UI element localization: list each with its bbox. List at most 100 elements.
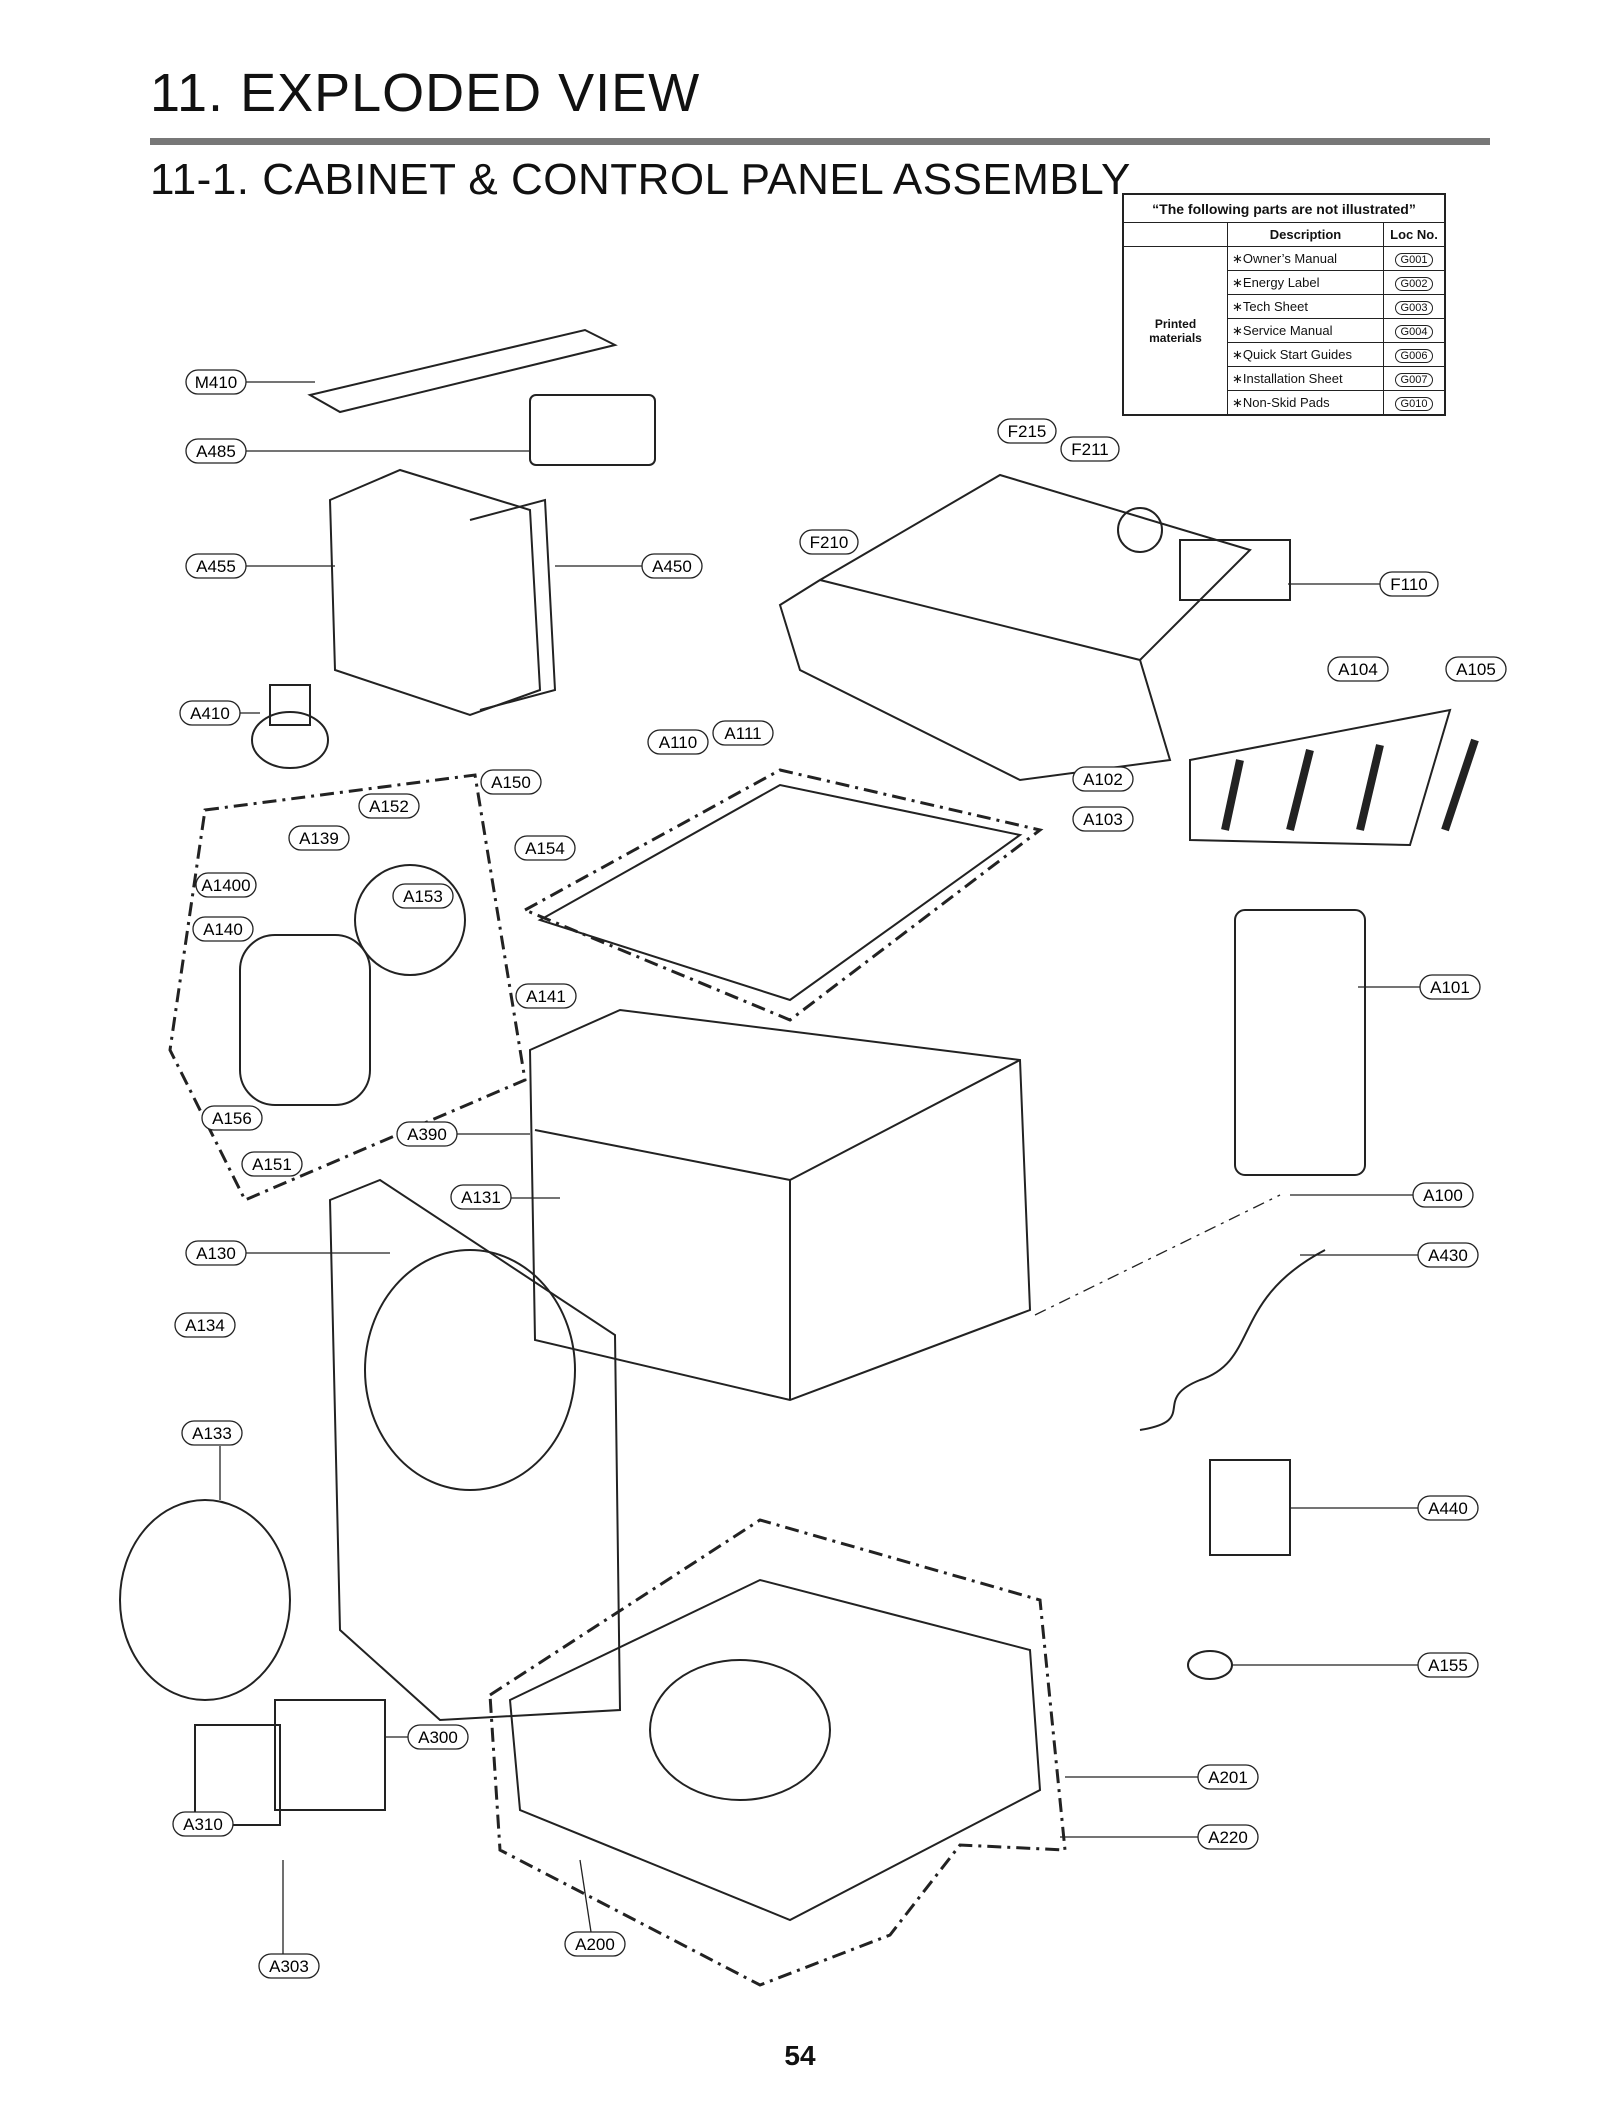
cabinet-body bbox=[528, 1008, 1032, 1402]
callout-a101: A101 bbox=[1419, 974, 1481, 1000]
control-panel-top bbox=[819, 473, 1252, 661]
m410-bracket bbox=[307, 328, 618, 414]
col-loc: Loc No. bbox=[1383, 222, 1446, 247]
section-subtitle: 11-1. CABINET & CONTROL PANEL ASSEMBLY bbox=[150, 155, 1131, 204]
f211-knob bbox=[1117, 507, 1163, 553]
callout-a1400: A1400 bbox=[195, 872, 257, 898]
svg-text:A300: A300 bbox=[418, 1728, 458, 1747]
a300-drawer bbox=[274, 1699, 386, 1811]
svg-text:A101: A101 bbox=[1430, 978, 1470, 997]
a485-module bbox=[529, 394, 656, 466]
page-title: 11. EXPLODED VIEW bbox=[150, 63, 701, 123]
table-blank-header bbox=[1122, 222, 1228, 247]
not-illustrated-parts-table: “The following parts are not illustrated… bbox=[1122, 193, 1446, 416]
svg-text:A430: A430 bbox=[1428, 1246, 1468, 1265]
callout-a156: A156 bbox=[201, 1105, 263, 1131]
svg-text:A410: A410 bbox=[190, 704, 230, 723]
callout-a200: A200 bbox=[564, 1931, 626, 1957]
f110-part bbox=[1179, 539, 1291, 601]
pin bbox=[1286, 749, 1314, 831]
callout-a310: A310 bbox=[172, 1811, 234, 1837]
row-loc: G007 bbox=[1394, 372, 1434, 387]
pin bbox=[1441, 738, 1479, 832]
callout-a153: A153 bbox=[392, 883, 454, 909]
svg-text:A140: A140 bbox=[203, 920, 243, 939]
svg-text:A201: A201 bbox=[1208, 1768, 1248, 1787]
callout-a201: A201 bbox=[1197, 1764, 1259, 1790]
table-row: ∗Non-Skid Pads G010 bbox=[1123, 390, 1446, 416]
row-desc: ∗Installation Sheet bbox=[1227, 366, 1384, 391]
callout-f211: F211 bbox=[1060, 436, 1120, 462]
a152-door-inner bbox=[354, 864, 466, 976]
svg-text:A220: A220 bbox=[1208, 1828, 1248, 1847]
a455-pcb bbox=[328, 468, 542, 717]
svg-text:A310: A310 bbox=[183, 1815, 223, 1834]
callout-a390: A390 bbox=[396, 1121, 458, 1147]
svg-text:A105: A105 bbox=[1456, 660, 1496, 679]
callout-a139: A139 bbox=[288, 825, 350, 851]
callout-a440: A440 bbox=[1417, 1495, 1479, 1521]
row-desc: ∗Non-Skid Pads bbox=[1227, 390, 1384, 416]
row-loc: G003 bbox=[1394, 300, 1434, 315]
row-loc: G004 bbox=[1394, 324, 1434, 339]
cabinet-edges bbox=[534, 1059, 1021, 1400]
callout-a110: A110 bbox=[647, 729, 709, 755]
svg-text:A130: A130 bbox=[196, 1244, 236, 1263]
a155-bushing bbox=[1187, 1650, 1233, 1680]
callout-a303: A303 bbox=[258, 1953, 320, 1979]
a150-boundary bbox=[168, 773, 527, 1202]
row-desc: ∗Owner’s Manual bbox=[1227, 246, 1384, 271]
callout-a100: A100 bbox=[1412, 1182, 1474, 1208]
a440-filter bbox=[1209, 1459, 1291, 1556]
a133-cover bbox=[119, 1499, 291, 1701]
svg-text:A102: A102 bbox=[1083, 770, 1123, 789]
a151-door-glass bbox=[239, 934, 371, 1106]
row-desc: ∗Service Manual bbox=[1227, 318, 1384, 343]
svg-text:A154: A154 bbox=[525, 839, 565, 858]
diagram-parts bbox=[119, 328, 1479, 1987]
svg-text:A103: A103 bbox=[1083, 810, 1123, 829]
callout-a220: A220 bbox=[1197, 1824, 1259, 1850]
svg-text:M410: M410 bbox=[195, 373, 238, 392]
svg-text:F110: F110 bbox=[1390, 575, 1428, 594]
callout-a131: A131 bbox=[450, 1184, 512, 1210]
row-desc: ∗Tech Sheet bbox=[1227, 294, 1384, 319]
callout-a152: A152 bbox=[358, 793, 420, 819]
callout-a104: A104 bbox=[1327, 656, 1389, 682]
a310-cover bbox=[194, 1724, 281, 1826]
a410-part bbox=[251, 711, 329, 769]
svg-text:F210: F210 bbox=[810, 533, 849, 552]
svg-text:A440: A440 bbox=[1428, 1499, 1468, 1518]
svg-text:F211: F211 bbox=[1071, 440, 1109, 459]
svg-text:A303: A303 bbox=[269, 1957, 309, 1976]
a104-tray bbox=[1189, 708, 1452, 847]
callout-a140: A140 bbox=[192, 916, 254, 942]
callout-a155: A155 bbox=[1417, 1652, 1479, 1678]
callout-a133: A133 bbox=[181, 1420, 243, 1446]
callout-f110: F110 bbox=[1379, 571, 1439, 597]
callout-a150: A150 bbox=[480, 769, 542, 795]
base-opening bbox=[649, 1659, 831, 1801]
svg-text:A151: A151 bbox=[252, 1155, 292, 1174]
table-caption: “The following parts are not illustrated… bbox=[1122, 193, 1446, 223]
title-rule bbox=[150, 138, 1490, 145]
row-loc: G010 bbox=[1394, 396, 1434, 411]
table-row: ∗Service Manual G004 bbox=[1123, 318, 1446, 343]
svg-text:A155: A155 bbox=[1428, 1656, 1468, 1675]
svg-text:A139: A139 bbox=[299, 829, 339, 848]
col-description: Description bbox=[1227, 222, 1384, 247]
svg-text:A111: A111 bbox=[724, 724, 761, 743]
svg-text:A390: A390 bbox=[407, 1125, 447, 1144]
table-row: ∗Energy Label G002 bbox=[1123, 270, 1446, 295]
callout-a102: A102 bbox=[1072, 766, 1134, 792]
a101-back-panel bbox=[1234, 909, 1366, 1176]
callout-a111: A111 bbox=[712, 720, 774, 746]
svg-text:A131: A131 bbox=[461, 1188, 501, 1207]
a110-boundary bbox=[521, 768, 1044, 1022]
callout-a300: A300 bbox=[407, 1724, 469, 1750]
svg-text:A1400: A1400 bbox=[201, 876, 250, 895]
svg-text:A110: A110 bbox=[659, 733, 697, 752]
leader-line bbox=[579, 1859, 594, 1946]
callout-f210: F210 bbox=[799, 529, 859, 555]
row-loc: G002 bbox=[1394, 276, 1434, 291]
